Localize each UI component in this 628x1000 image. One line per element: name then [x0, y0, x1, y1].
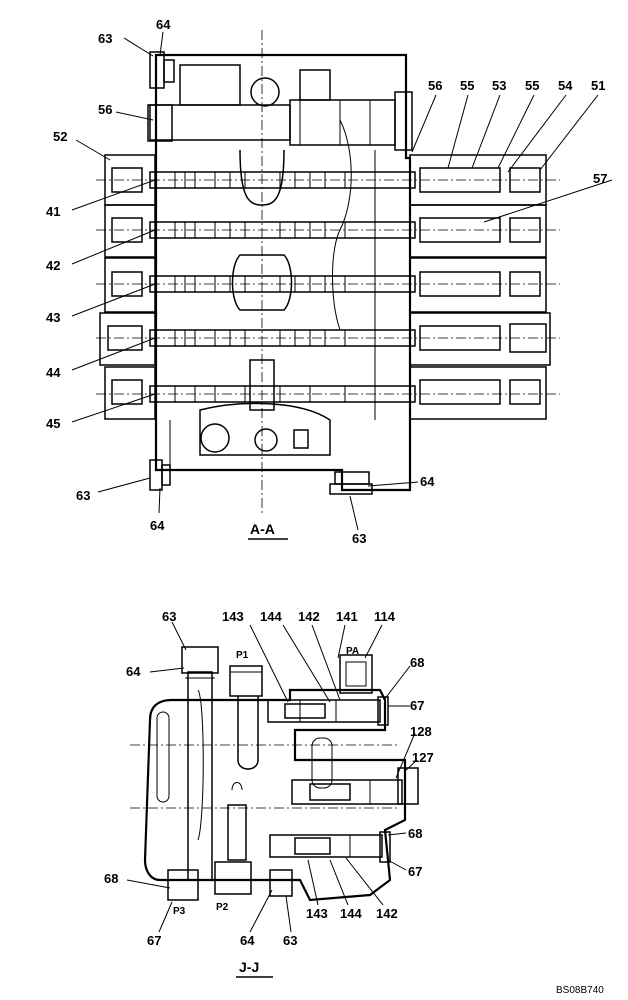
- aa-callout-63-top: 63: [98, 31, 112, 46]
- aa-callout-63-br: 63: [352, 531, 366, 546]
- jj-callout-63-bot: 63: [283, 933, 297, 948]
- jj-callout-68-mid: 68: [408, 826, 422, 841]
- jj-callout-143-bot: 143: [306, 906, 328, 921]
- jj-callout-114: 114: [374, 609, 396, 624]
- aa-callout-57: 57: [593, 171, 607, 186]
- jj-callout-144-bot: 144: [340, 906, 362, 921]
- jj-callout-142-top: 142: [298, 609, 320, 624]
- aa-callout-41: 41: [46, 204, 60, 219]
- view-aa-title: A-A: [250, 521, 275, 537]
- jj-callout-64-top: 64: [126, 664, 141, 679]
- aa-callout-56-left: 56: [98, 102, 112, 117]
- jj-callout-144-top: 144: [260, 609, 282, 624]
- aa-callout-64-top: 64: [156, 17, 171, 32]
- aa-callout-53: 53: [492, 78, 506, 93]
- aa-callout-55-a: 55: [460, 78, 474, 93]
- port-label-p1: P1: [236, 650, 249, 661]
- jj-callout-143-top: 143: [222, 609, 244, 624]
- jj-callout-141: 141: [336, 609, 358, 624]
- jj-callout-67-top: 67: [410, 698, 424, 713]
- aa-callout-63-bl: 63: [76, 488, 90, 503]
- aa-callout-52: 52: [53, 129, 67, 144]
- spool-rows: [99, 154, 551, 420]
- jj-callout-67-mid: 67: [408, 864, 422, 879]
- aa-callout-55-b: 55: [525, 78, 539, 93]
- jj-callout-68-top: 68: [410, 655, 424, 670]
- aa-callout-64-br: 64: [420, 474, 435, 489]
- view-jj-drawing: [130, 646, 419, 902]
- jj-callout-64-bot: 64: [240, 933, 255, 948]
- drawing-code: BS08B740: [556, 985, 604, 996]
- jj-callout-127: 127: [412, 750, 434, 765]
- port-label-p2: P2: [216, 902, 229, 913]
- aa-callout-56-right: 56: [428, 78, 442, 93]
- view-jj-title: J-J: [239, 959, 259, 975]
- jj-callout-128: 128: [410, 724, 432, 739]
- aa-callout-44: 44: [46, 365, 61, 380]
- port-label-p3: P3: [173, 906, 186, 917]
- port-label-pa: PA: [346, 646, 359, 657]
- aa-callout-43: 43: [46, 310, 60, 325]
- aa-callout-54: 54: [558, 78, 573, 93]
- view-aa-drawing: [71, 30, 613, 531]
- jj-callout-68-bl: 68: [104, 871, 118, 886]
- aa-callout-45: 45: [46, 416, 60, 431]
- jj-callout-142-bot: 142: [376, 906, 398, 921]
- aa-callout-64-bl: 64: [150, 518, 165, 533]
- jj-callout-63-top: 63: [162, 609, 176, 624]
- jj-callout-67-bl: 67: [147, 933, 161, 948]
- aa-callout-42: 42: [46, 258, 60, 273]
- aa-callout-51: 51: [591, 78, 605, 93]
